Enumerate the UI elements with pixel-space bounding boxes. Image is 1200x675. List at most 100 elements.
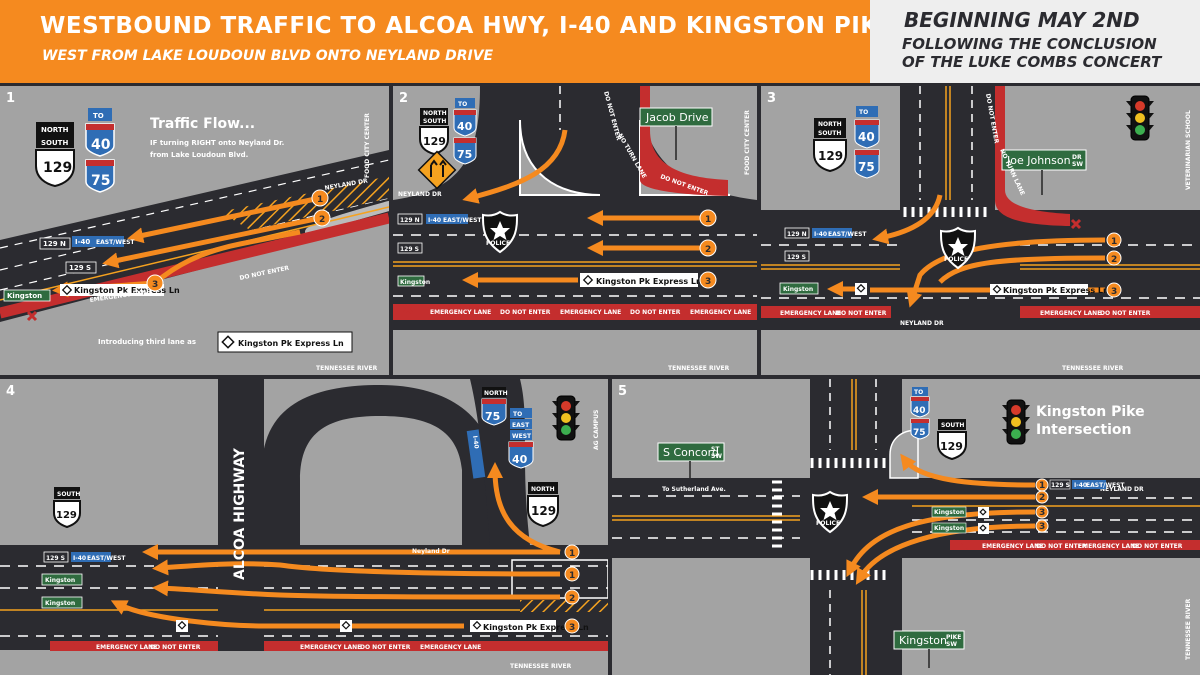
svg-text:129: 129	[43, 160, 72, 176]
sign-i40-4	[71, 552, 111, 562]
svg-text:TO: TO	[859, 109, 868, 116]
svg-text:3: 3	[1039, 522, 1045, 532]
us-129-shield-4: 129	[53, 500, 81, 529]
south-plate-4	[54, 487, 80, 499]
express-lane-sign	[60, 284, 164, 296]
diamond-sign-3	[855, 283, 867, 295]
svg-text:SOUTH: SOUTH	[57, 491, 80, 498]
diamond-sign-5b	[978, 523, 989, 534]
turn-note-1: IF turning RIGHT onto Neyland Dr.	[150, 139, 284, 147]
introducing-label: Introducing third lane as	[98, 338, 196, 346]
i-40-shield-2: 40	[453, 109, 477, 137]
svg-text:3: 3	[152, 280, 158, 290]
svg-text:2: 2	[569, 594, 575, 604]
sign-kingston-5b	[931, 522, 967, 534]
svg-text:SW: SW	[711, 453, 722, 460]
svg-text:40: 40	[858, 130, 875, 144]
west-plate-4	[510, 430, 532, 440]
neyland-dr-label-5: NEYLAND DR	[1100, 486, 1144, 493]
svg-text:3: 3	[705, 277, 711, 287]
lane-marker-3-p3	[1106, 282, 1122, 298]
svg-text:1: 1	[1111, 237, 1117, 247]
i-75-shield-2: 75	[453, 137, 477, 165]
to-plate-5	[912, 387, 928, 396]
lane-marker-2-p2	[699, 239, 717, 257]
diamond-sign-4b	[340, 620, 352, 632]
sign-129s-4	[43, 551, 69, 563]
sign-129s-2	[397, 242, 423, 254]
svg-text:3: 3	[1111, 287, 1117, 297]
north-plate-4	[482, 387, 506, 397]
panel-5-number: 5	[618, 384, 627, 399]
east-plate-4	[510, 419, 532, 429]
emergency-lane-p5: EMERGENCY LANE	[982, 543, 1043, 550]
svg-text:129: 129	[818, 149, 843, 163]
lane-marker-1-p3	[1106, 232, 1122, 248]
svg-text:129 N: 129 N	[400, 217, 420, 224]
svg-text:129 S: 129 S	[69, 264, 91, 272]
express-lane-sign-3	[990, 284, 1088, 295]
lane-marker-3b-p5	[1035, 519, 1049, 533]
svg-text:129: 129	[423, 135, 446, 148]
svg-text:NORTH: NORTH	[531, 486, 555, 493]
svg-text:EAST/WEST: EAST/WEST	[87, 555, 126, 562]
sign-kingston-5a	[931, 506, 967, 518]
sign-kingston-pike	[3, 289, 51, 302]
tennessee-river-label-3: TENNESSEE RIVER	[1062, 365, 1124, 372]
to-label: TO	[93, 112, 104, 120]
turn-note-2: from Lake Loudoun Blvd.	[150, 151, 248, 159]
lane-marker-1	[311, 189, 329, 207]
svg-text:Kingston Pk Express Ln: Kingston Pk Express Ln	[483, 623, 589, 632]
do-not-enter-label-3: DO NOT ENTER	[630, 309, 681, 316]
tennessee-river-label-4: TENNESSEE RIVER	[510, 663, 572, 670]
i-40-shield: 40	[85, 123, 115, 157]
svg-text:PIKE: PIKE	[946, 634, 961, 641]
vet-school-label: VETERINARIAN SCHOOL	[1185, 110, 1192, 190]
i-75-shield-4: 75	[481, 398, 507, 426]
panel-3-number: 3	[767, 91, 776, 106]
tennessee-river-label-1: TENNESSEE RIVER	[316, 365, 378, 372]
svg-text:Kingston: Kingston	[7, 292, 42, 300]
diamond-sign-4a	[176, 620, 188, 632]
traffic-flow-title: Traffic Flow...	[150, 116, 255, 132]
close-x-icon-5	[1020, 306, 1032, 318]
sign-kingston-4b	[41, 596, 83, 609]
svg-text:75: 75	[457, 148, 472, 161]
neyland-dr-label-3: NEYLAND DR	[900, 320, 944, 327]
svg-text:ST: ST	[711, 446, 720, 453]
emergency-lane-label-3: EMERGENCY LANE	[560, 309, 621, 316]
do-not-enter-p5: DO NOT ENTER	[1036, 543, 1087, 550]
food-city-label-2: FOOD CITY CENTER	[744, 110, 751, 175]
do-not-enter-label-2: DO NOT ENTER	[500, 309, 551, 316]
lane-marker-1-p2	[699, 209, 717, 227]
emergency-lane-p4c: EMERGENCY LANE	[420, 644, 481, 651]
svg-text:EAST/WEST: EAST/WEST	[1086, 482, 1125, 489]
lane-marker-1a-p4	[564, 544, 580, 560]
sign-i40	[72, 236, 124, 247]
neyland-dr-label-4: Neyland Dr	[412, 548, 450, 555]
close-x-icon-4	[1070, 218, 1082, 230]
i-40-shield-5: 40	[910, 396, 930, 418]
svg-text:TO: TO	[914, 389, 923, 396]
svg-text:Kingston Pk Express Ln: Kingston Pk Express Ln	[238, 339, 344, 348]
svg-text:40: 40	[91, 137, 111, 153]
svg-text:SW: SW	[946, 641, 957, 648]
emergency-lane-p4: EMERGENCY LANE	[96, 644, 157, 651]
svg-text:S Concord: S Concord	[663, 446, 719, 459]
us-129-shield-4b: 129	[527, 495, 559, 528]
close-x-icon-2	[716, 184, 728, 196]
sign-kingston-4a	[41, 573, 83, 586]
emergency-lane-p3b: EMERGENCY LANE	[1040, 310, 1101, 317]
svg-text:1: 1	[569, 571, 575, 581]
svg-text:TO: TO	[458, 101, 467, 108]
i-40-shield-3: 40	[854, 119, 880, 149]
svg-text:40: 40	[512, 453, 528, 466]
svg-text:Kingston: Kingston	[934, 509, 964, 516]
svg-text:SW: SW	[1072, 161, 1083, 168]
page-title: WESTBOUND TRAFFIC TO ALCOA HWY, I-40 AND…	[40, 13, 895, 39]
svg-text:1: 1	[569, 549, 575, 559]
do-not-enter-p3b: DO NOT ENTER	[836, 310, 887, 317]
sutherland-label: To Sutherland Ave.	[662, 486, 726, 493]
page-subtitle: WEST FROM LAKE LOUDOUN BLVD ONTO NEYLAND…	[42, 48, 494, 64]
diamond-sign-5a	[978, 507, 989, 518]
